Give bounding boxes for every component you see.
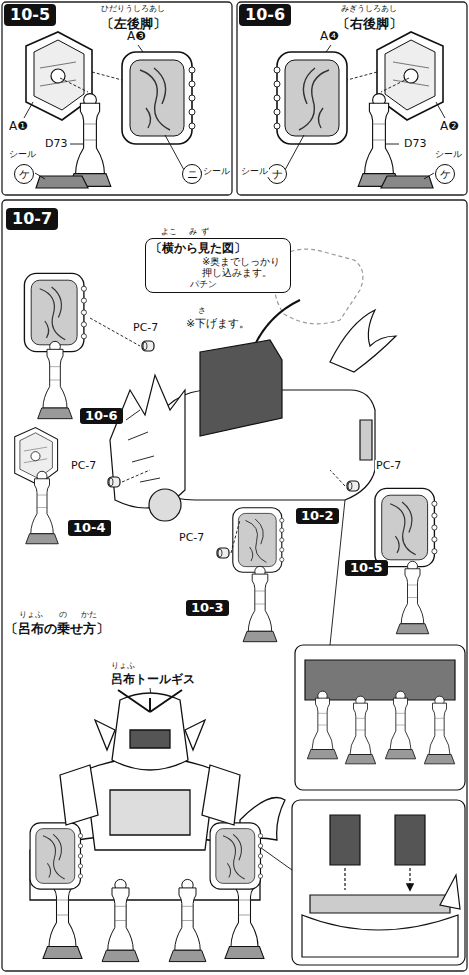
node-text: ※奥までしっかり 押し込みます。	[202, 256, 286, 279]
sticker-callout: ケ	[14, 164, 34, 184]
figure-name: 呂布トールギス	[110, 673, 196, 686]
section-title: 〔呂布の乗せ方〕	[4, 622, 110, 636]
node-text: 10-4	[73, 520, 106, 535]
furigana: りょふ	[110, 662, 136, 671]
node-text: 〔横から見た図〕	[150, 242, 286, 256]
part-number: D73	[44, 138, 68, 150]
step-number: 10-7	[6, 208, 58, 230]
subassembly-number: 10-3	[186, 600, 229, 616]
furigana: かた	[80, 611, 98, 620]
furigana: み	[188, 228, 198, 237]
subassembly-number: 10-5	[345, 560, 388, 576]
part-number: D73	[403, 138, 427, 150]
furigana: ず	[200, 228, 210, 237]
node-text: パチン	[190, 279, 286, 289]
part-number: A❶	[8, 120, 29, 133]
detail-callout: 〔横から見た図〕※奥までしっかり 押し込みます。パチン	[145, 238, 291, 293]
sticker-callout: ニ	[182, 164, 202, 184]
subassembly-number: 10-6	[80, 408, 123, 424]
node-text: 10-5	[10, 5, 50, 24]
node-text: ケ	[19, 167, 30, 182]
subassembly-number: 10-2	[296, 508, 339, 524]
part-number: A❹	[319, 30, 340, 43]
part-number: A❷	[439, 120, 460, 133]
view-title: 〔右後脚〕	[336, 17, 403, 31]
furigana: さ	[197, 307, 207, 316]
sticker-label: シール	[240, 167, 269, 177]
furigana: りょふ	[18, 611, 44, 620]
sticker-label: シール	[434, 150, 463, 160]
node-text: ナ	[272, 167, 283, 182]
node-text: 10-7	[12, 209, 52, 228]
sticker-label: シール	[8, 150, 37, 160]
part-number: PC-7	[375, 460, 402, 472]
part-number: A❸	[126, 30, 147, 43]
furigana: の	[58, 611, 68, 620]
node-text: 10-5	[350, 560, 383, 575]
furigana: ひだりうしろあし	[100, 5, 166, 14]
subassembly-number: 10-4	[68, 520, 111, 536]
instruction-note: ※下げます。	[185, 318, 251, 330]
node-text: ニ	[187, 167, 198, 182]
step-number: 10-6	[239, 4, 291, 26]
part-number: PC-7	[70, 460, 97, 472]
node-text: 10-6	[245, 5, 285, 24]
part-number: PC-7	[132, 322, 159, 334]
part-number: PC-7	[178, 532, 205, 544]
sticker-label: シール	[202, 167, 231, 177]
sticker-callout: ケ	[435, 164, 455, 184]
furigana: よこ	[160, 228, 178, 237]
node-text: ケ	[440, 167, 451, 182]
step-number: 10-5	[4, 4, 56, 26]
node-text: 10-6	[85, 408, 118, 423]
sticker-callout: ナ	[267, 164, 287, 184]
node-text: 10-2	[301, 508, 334, 523]
node-text: 10-3	[191, 600, 224, 615]
furigana: みぎうしろあし	[340, 5, 398, 14]
